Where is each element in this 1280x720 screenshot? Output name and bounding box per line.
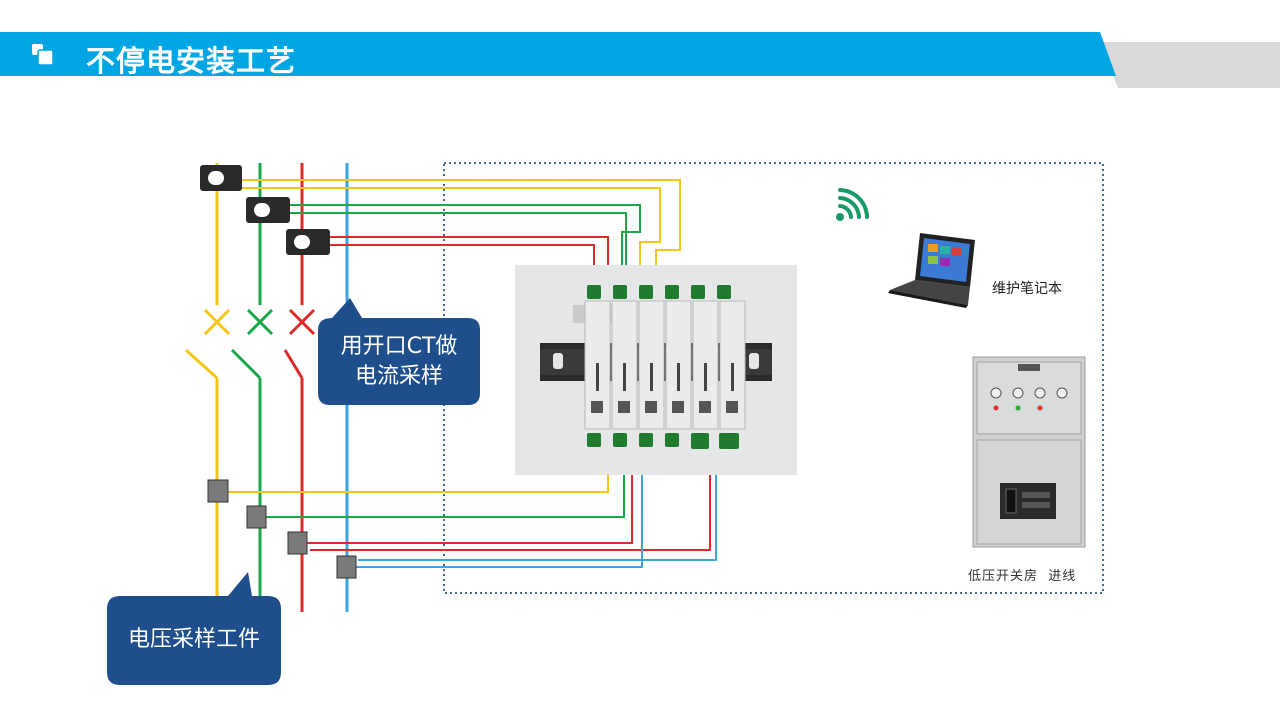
laptop-icon (888, 233, 975, 308)
voltage-callout (107, 572, 281, 685)
header-gray-band (1100, 42, 1280, 88)
page-title: 不停电安装工艺 (86, 44, 297, 78)
voltage-clamp (207, 479, 357, 579)
switchroom-label: 低压开关房 进线 (968, 569, 1077, 584)
phase-c-breaker (288, 308, 316, 336)
ct-callout (318, 298, 480, 405)
voltage-callout-text: 电压采样工件 (127, 627, 260, 652)
phase-a-breaker (203, 308, 231, 336)
ct-signal-wires (240, 179, 681, 265)
din-rail-meter-device (515, 265, 797, 475)
switchgear-cabinet (972, 356, 1086, 548)
header-bar (0, 32, 1280, 88)
header-blue-band (0, 32, 1116, 76)
phase-b-wire (230, 163, 262, 612)
wifi-icon (836, 188, 869, 221)
ct-callout-line2: 电流采样 (354, 364, 443, 389)
laptop-label: 维护笔记本 (992, 281, 1062, 297)
phase-a-wire (184, 163, 219, 612)
voltage-signal-wires (228, 475, 717, 568)
ct-callout-text: 用开口CT做 电流采样 (318, 332, 480, 392)
split-core-ct (200, 165, 330, 255)
ct-callout-line1: 用开口CT做 (340, 334, 458, 359)
phase-b-breaker (246, 308, 274, 336)
header-icon (32, 44, 54, 66)
